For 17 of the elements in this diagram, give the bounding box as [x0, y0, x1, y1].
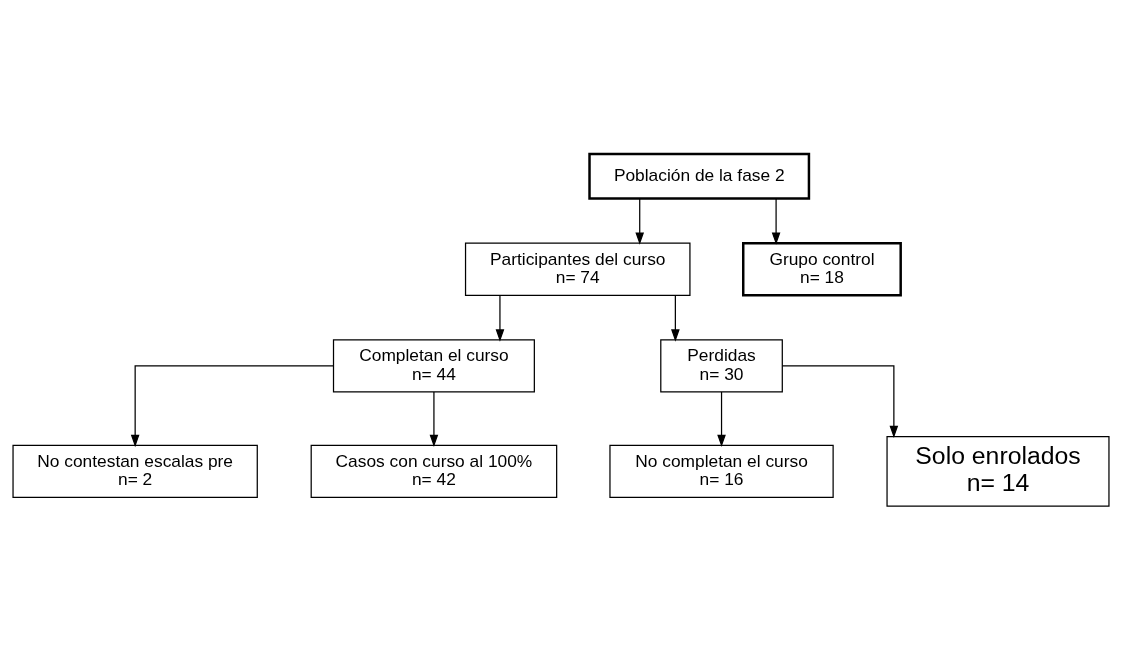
- node-box: Solo enrolados n= 14: [886, 436, 1110, 507]
- node-box: Completan el curso n= 44: [332, 339, 535, 393]
- node-box: Grupo control n= 18: [742, 242, 902, 297]
- node-box: Perdidas n= 30: [660, 339, 783, 393]
- node-box: No contestan escalas pre n= 2: [12, 444, 258, 498]
- arrow: [671, 295, 680, 342]
- node-box: Casos con curso al 100% n= 42: [310, 444, 558, 498]
- arrow: [429, 391, 439, 448]
- arrow: [495, 295, 505, 342]
- arrow: [771, 198, 781, 245]
- arrow: [781, 365, 899, 439]
- node-box: Participantes del curso n= 74: [464, 242, 691, 296]
- node-box: No completan el curso n= 16: [609, 444, 834, 498]
- arrow: [130, 365, 334, 448]
- arrow: [717, 391, 726, 448]
- node-box: Población de la fase 2: [588, 152, 811, 200]
- arrow: [635, 198, 645, 245]
